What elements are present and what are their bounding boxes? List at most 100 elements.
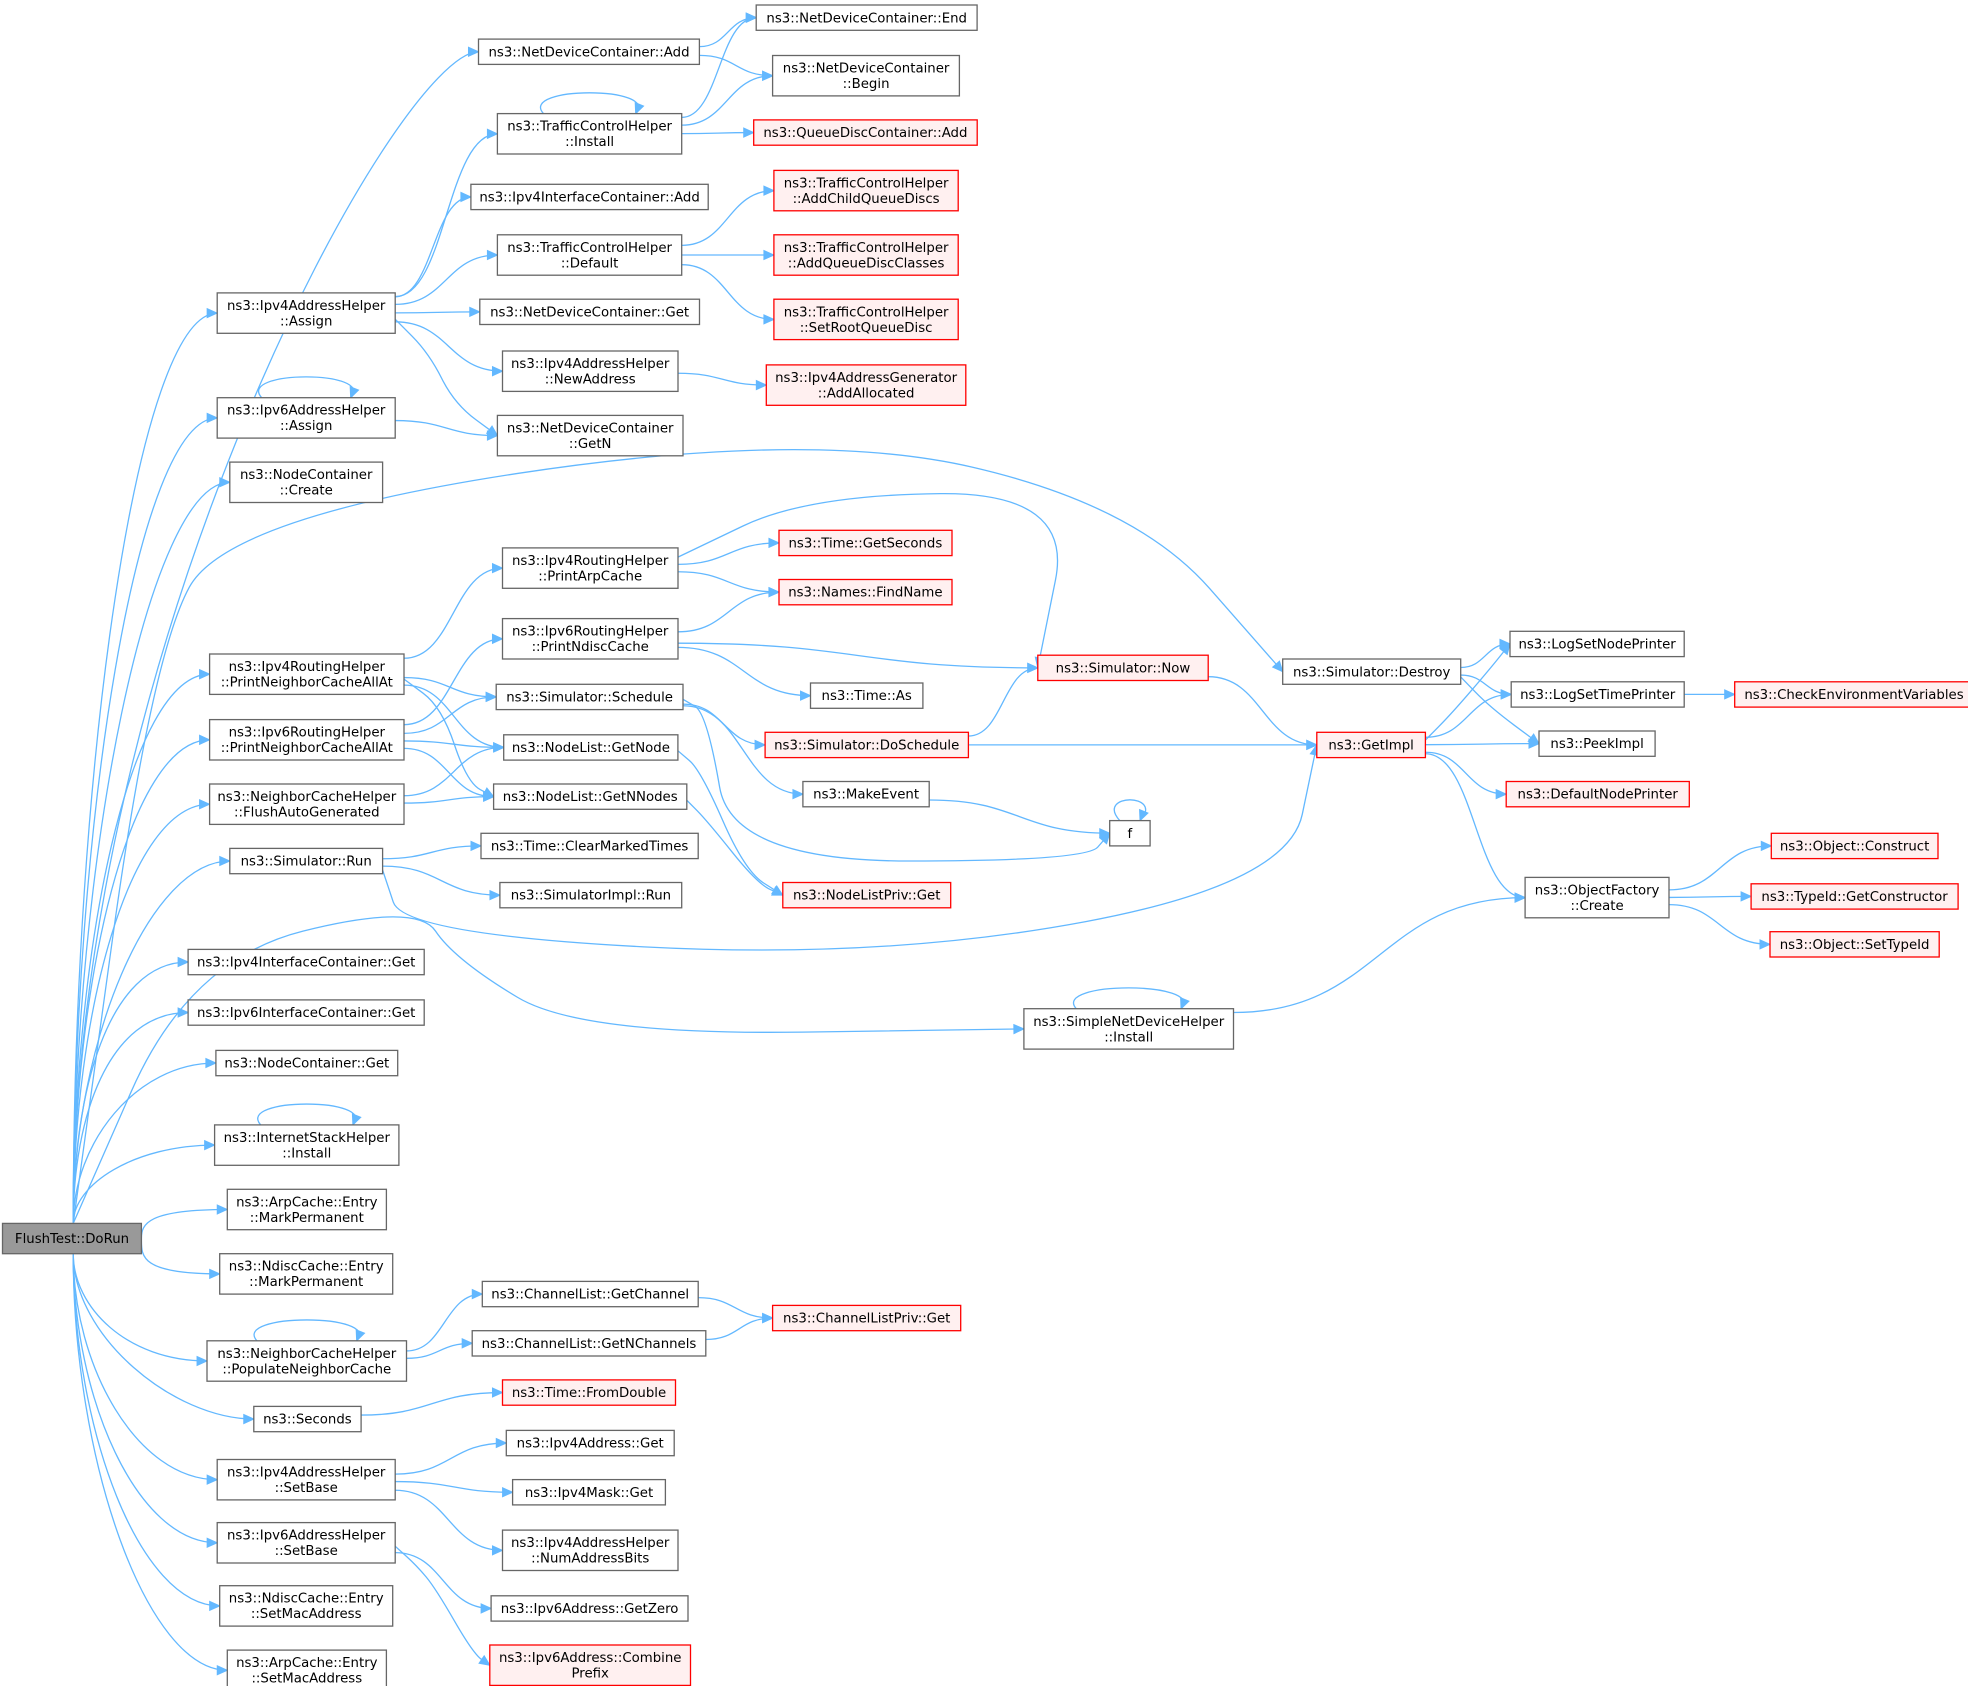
node-nl-getnnodes[interactable]: ns3::NodeList::GetNNodes — [492, 783, 688, 810]
node-sim-dosched[interactable]: ns3::Simulator::DoSchedule — [764, 731, 970, 759]
node-nch-populate[interactable]: ns3::NeighborCacheHelper::PopulateNeighb… — [206, 1340, 408, 1382]
node-nl-getnode[interactable]: ns3::NodeList::GetNode — [503, 734, 679, 761]
edge-line — [677, 542, 779, 565]
node-box — [490, 1595, 689, 1622]
node-time-fromdouble[interactable]: ns3::Time::FromDouble — [501, 1379, 677, 1406]
node-peekimpl[interactable]: ns3::PeekImpl — [1538, 730, 1656, 757]
node-ndc-get[interactable]: ns3::NetDeviceContainer::Get — [479, 298, 701, 326]
node-log-timeprinter[interactable]: ns3::LogSetTimePrinter — [1510, 681, 1685, 708]
node-cl-getchannel[interactable]: ns3::ChannelList::GetChannel — [481, 1280, 699, 1308]
edge-tch_install-to-ndc_end — [681, 12, 758, 119]
node-qdc-add[interactable]: ns3::QueueDiscContainer::Add — [753, 119, 978, 146]
edge-line — [1425, 751, 1507, 795]
edge-dorun-to-nc_create — [72, 477, 231, 1224]
edge-log_timeprinter-to-check_env — [1684, 689, 1736, 700]
node-ipv6addr-getzero[interactable]: ns3::Ipv6Address::GetZero — [490, 1595, 689, 1622]
edge-line — [1669, 903, 1771, 945]
node-arp-markperm[interactable]: ns3::ArpCache::Entry::MarkPermanent — [226, 1188, 388, 1231]
node-tch-default[interactable]: ns3::TrafficControlHelper::Default — [496, 234, 683, 276]
node-tch-addchild[interactable]: ns3::TrafficControlHelper::AddChildQueue… — [773, 169, 959, 212]
node-arp-setmac[interactable]: ns3::ArpCache::Entry::SetMacAddress — [226, 1649, 388, 1686]
edge-ipv4ah_newaddr-to-ipv4ag_alloc — [677, 372, 768, 391]
node-ipv6rh-ndisc[interactable]: ns3::Ipv6RoutingHelper::PrintNdiscCache — [501, 617, 679, 660]
node-ipv4ah-assign[interactable]: ns3::Ipv4AddressHelper::Assign — [216, 292, 396, 334]
node-label-line: ::Assign — [280, 419, 332, 434]
node-box — [765, 364, 967, 406]
edge-line — [395, 254, 498, 306]
edge-line — [394, 1545, 491, 1666]
node-ndc-begin[interactable]: ns3::NetDeviceContainer::Begin — [771, 54, 961, 97]
edge-line — [1425, 753, 1526, 899]
node-sim-run[interactable]: ns3::Simulator::Run — [229, 847, 384, 875]
node-ish-install[interactable]: ns3::InternetStackHelper::Install — [213, 1124, 400, 1166]
node-time-getsec[interactable]: ns3::Time::GetSeconds — [778, 529, 953, 557]
node-ipv6ic-get[interactable]: ns3::Ipv6InterfaceContainer::Get — [187, 999, 425, 1026]
node-nc-get[interactable]: ns3::NodeContainer::Get — [215, 1049, 399, 1077]
node-f[interactable]: f — [1109, 819, 1151, 847]
node-nc-create[interactable]: ns3::NodeContainer::Create — [229, 461, 384, 504]
node-tch-install[interactable]: ns3::TrafficControlHelper::Install — [496, 112, 683, 155]
node-ipv6ah-setbase[interactable]: ns3::Ipv6AddressHelper::SetBase — [216, 1521, 396, 1564]
node-box — [226, 1649, 388, 1686]
node-ipv4ic-add[interactable]: ns3::Ipv4InterfaceContainer::Add — [470, 183, 709, 211]
node-def-nodeprinter[interactable]: ns3::DefaultNodePrinter — [1505, 780, 1690, 808]
node-cl-getnchannels[interactable]: ns3::ChannelList::GetNChannels — [471, 1330, 707, 1357]
node-box — [1769, 931, 1940, 958]
node-ipv6rh-pnca[interactable]: ns3::Ipv6RoutingHelper::PrintNeighborCac… — [208, 718, 405, 761]
edge-line — [395, 419, 498, 437]
node-box — [778, 578, 953, 606]
node-check-env[interactable]: ns3::CheckEnvironmentVariables — [1734, 681, 1968, 708]
node-ipv4rh-pnca[interactable]: ns3::Ipv4RoutingHelper::PrintNeighborCac… — [208, 653, 405, 696]
node-ipv4ah-setbase[interactable]: ns3::Ipv4AddressHelper::SetBase — [216, 1458, 396, 1501]
node-ipv4ah-newaddr[interactable]: ns3::Ipv4AddressHelper::NewAddress — [501, 350, 679, 393]
node-names-find[interactable]: ns3::Names::FindName — [778, 578, 953, 606]
node-label-line: ns3::Ipv4Address::Get — [517, 1437, 664, 1452]
node-nch-flush[interactable]: ns3::NeighborCacheHelper::FlushAutoGener… — [208, 783, 405, 826]
edge-sndh_install-to-of_create — [1233, 892, 1527, 1014]
edge-line — [72, 1253, 218, 1481]
edge-of_create-to-obj_construct — [1669, 840, 1773, 891]
node-time-as[interactable]: ns3::Time::As — [809, 682, 924, 709]
node-ipv4ag-alloc[interactable]: ns3::Ipv4AddressGenerator::AddAllocated — [765, 364, 967, 406]
node-ndisc-markperm[interactable]: ns3::NdiscCache::Entry::MarkPermanent — [219, 1253, 394, 1295]
edge-getimpl-to-log_timeprinter — [1425, 689, 1513, 738]
node-label-line: ::AddChildQueueDiscs — [793, 192, 940, 207]
node-log-nodeprinter[interactable]: ns3::LogSetNodePrinter — [1509, 630, 1685, 658]
node-seconds[interactable]: ns3::Seconds — [253, 1405, 362, 1433]
node-nlpriv-get[interactable]: ns3::NodeListPriv::Get — [782, 881, 952, 909]
node-of-create[interactable]: ns3::ObjectFactory::Create — [1524, 876, 1670, 919]
node-ndisc-setmac[interactable]: ns3::NdiscCache::Entry::SetMacAddress — [219, 1585, 394, 1627]
node-sim-now[interactable]: ns3::Simulator::Now — [1037, 654, 1209, 682]
node-ipv6ah-assign[interactable]: ns3::Ipv6AddressHelper::Assign — [216, 397, 396, 439]
node-obj-construct[interactable]: ns3::Object::Construct — [1770, 832, 1939, 860]
node-clpriv-get[interactable]: ns3::ChannelListPriv::Get — [771, 1304, 962, 1332]
node-ipv4addr-get[interactable]: ns3::Ipv4Address::Get — [505, 1429, 675, 1457]
node-dorun[interactable]: FlushTest::DoRun — [1, 1222, 143, 1255]
node-sndh-install[interactable]: ns3::SimpleNetDeviceHelper::Install — [1023, 1008, 1235, 1050]
node-typeid-getctor[interactable]: ns3::TypeId::GetConstructor — [1750, 883, 1959, 910]
node-ipv4mask-get[interactable]: ns3::Ipv4Mask::Get — [511, 1478, 667, 1506]
node-tch-addclasses[interactable]: ns3::TrafficControlHelper::AddQueueDiscC… — [773, 234, 959, 276]
node-ipv4ah-numbits[interactable]: ns3::Ipv4AddressHelper::NumAddressBits — [501, 1529, 679, 1572]
node-label-line: ns3::NodeContainer — [240, 468, 373, 483]
edge-tch_default-to-tch_addchild — [681, 185, 776, 247]
node-time-clear[interactable]: ns3::Time::ClearMarkedTimes — [480, 832, 699, 860]
edge-arrowhead — [483, 791, 495, 802]
node-ipv4ic-get[interactable]: ns3::Ipv4InterfaceContainer::Get — [187, 948, 425, 976]
node-obj-settypeid[interactable]: ns3::Object::SetTypeId — [1769, 931, 1940, 958]
node-sim-destroy[interactable]: ns3::Simulator::Destroy — [1282, 658, 1462, 685]
node-ndc-getn[interactable]: ns3::NetDeviceContainer::GetN — [496, 414, 684, 457]
node-simimpl-run[interactable]: ns3::SimulatorImpl::Run — [499, 881, 683, 909]
edge-arrowhead — [196, 1355, 209, 1367]
edge-dorun-to-ipv6ic_get — [72, 1007, 190, 1224]
node-ndc-add[interactable]: ns3::NetDeviceContainer::Add — [477, 38, 701, 66]
node-ndc-end[interactable]: ns3::NetDeviceContainer::End — [755, 4, 978, 31]
node-makeevent[interactable]: ns3::MakeEvent — [802, 780, 930, 808]
node-getimpl[interactable]: ns3::GetImpl — [1316, 731, 1427, 759]
node-tch-setroot[interactable]: ns3::TrafficControlHelper::SetRootQueueD… — [773, 298, 959, 341]
edge-line — [677, 372, 767, 386]
node-sim-schedule[interactable]: ns3::Simulator::Schedule — [495, 683, 684, 711]
node-ipv4rh-arp[interactable]: ns3::Ipv4RoutingHelper::PrintArpCache — [501, 547, 679, 589]
edge-arrowhead — [792, 788, 805, 800]
